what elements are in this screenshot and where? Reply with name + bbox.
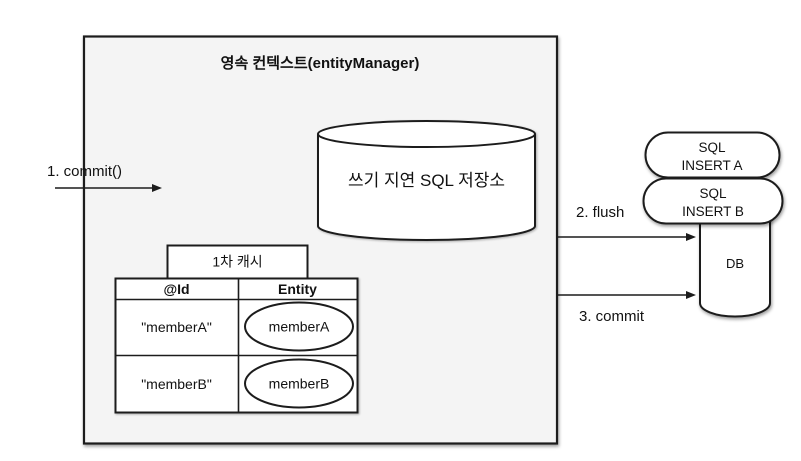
sql-insert-a-line1: SQL <box>698 140 726 155</box>
persistence-context-title: 영속 컨텍스트(entityManager) <box>221 54 420 72</box>
write-behind-sql-store-label: 쓰기 지연 SQL 저장소 <box>348 171 505 190</box>
cache-column-header-id: @Id <box>163 281 189 297</box>
cache-row-id-memberA: "memberA" <box>141 319 212 335</box>
sql-insert-a-pill: SQL INSERT A <box>644 131 781 179</box>
first-level-cache-label-box: 1차 캐시 <box>166 244 309 280</box>
first-level-cache-title: 1차 캐시 <box>212 254 262 270</box>
commit-in-label: 1. commit() <box>47 163 122 180</box>
entity-label-memberB: memberB <box>269 376 330 392</box>
cache-row-id-memberB: "memberB" <box>141 376 212 392</box>
sql-insert-b-line2: INSERT B <box>682 204 744 219</box>
cache-column-header-entity: Entity <box>278 281 317 297</box>
sql-insert-b-pill: SQL INSERT B <box>642 177 784 225</box>
commit-db-label: 3. commit <box>579 308 645 325</box>
first-level-cache-table: @Id Entity "memberA" "memberB" memberA m… <box>114 277 359 414</box>
entity-label-memberA: memberA <box>269 319 330 335</box>
sql-insert-a-line2: INSERT A <box>681 158 742 173</box>
entity-ellipse-memberB <box>244 358 354 409</box>
db-cylinder: DB <box>699 205 771 318</box>
flush-label: 2. flush <box>576 204 624 221</box>
write-behind-sql-store-cylinder: 쓰기 지연 SQL 저장소 <box>317 120 536 241</box>
sql-insert-b-line1: SQL <box>699 186 727 201</box>
entity-ellipse-memberA <box>244 301 354 352</box>
db-label: DB <box>726 256 744 271</box>
